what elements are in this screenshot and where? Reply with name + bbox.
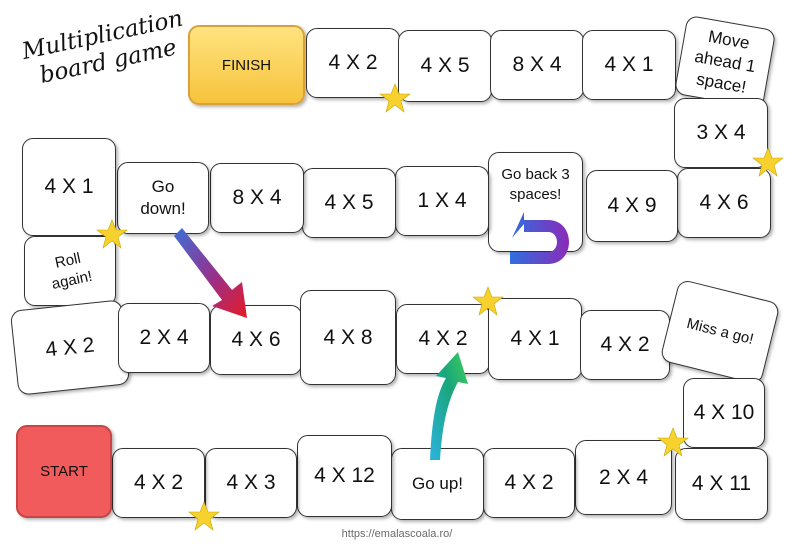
board-space: 4 X 2 <box>396 304 490 374</box>
board-space: 4 X 5 <box>398 30 492 102</box>
board-space: 4 X 1 <box>22 138 116 236</box>
board-space: 4 X 12 <box>297 435 392 517</box>
board-space: 2 X 4 <box>118 303 210 373</box>
go-back-space: Go back 3 spaces! <box>488 152 583 252</box>
board-space: 4 X 10 <box>683 378 765 448</box>
go-down-space: Go down! <box>117 162 209 234</box>
board-space: 4 X 2 <box>112 448 205 518</box>
board-space: 3 X 4 <box>674 98 768 168</box>
board-space: 8 X 4 <box>210 163 304 233</box>
board-space: 4 X 9 <box>586 170 678 242</box>
board-space: 4 X 5 <box>302 168 396 238</box>
board-space: 4 X 2 <box>483 448 575 518</box>
board-space: 1 X 4 <box>395 166 489 236</box>
board-space: 4 X 2 <box>9 299 131 396</box>
board-space: 8 X 4 <box>490 30 584 100</box>
start-tile: START <box>16 425 112 518</box>
roll-again-space: Roll again! <box>24 236 116 306</box>
board-space: 4 X 2 <box>580 310 670 380</box>
board-space: 4 X 1 <box>488 298 582 380</box>
board-space: 4 X 3 <box>205 448 297 518</box>
board-space: 4 X 1 <box>582 30 676 100</box>
move-ahead-space: Move ahead 1 space! <box>673 14 777 110</box>
board-space: 4 X 8 <box>300 290 396 385</box>
board-space: 4 X 6 <box>210 305 302 375</box>
board-space: 2 X 4 <box>575 440 672 515</box>
finish-tile: FINISH <box>188 25 305 105</box>
board-space: 4 X 2 <box>306 28 400 98</box>
footer-url: https://emalascoala.ro/ <box>341 528 453 540</box>
board-space: 4 X 6 <box>677 168 771 238</box>
game-title: Multiplication board game <box>19 5 186 89</box>
go-up-space: Go up! <box>391 448 484 520</box>
miss-a-go-space: Miss a go! <box>659 278 781 386</box>
board-space: 4 X 11 <box>675 448 768 520</box>
